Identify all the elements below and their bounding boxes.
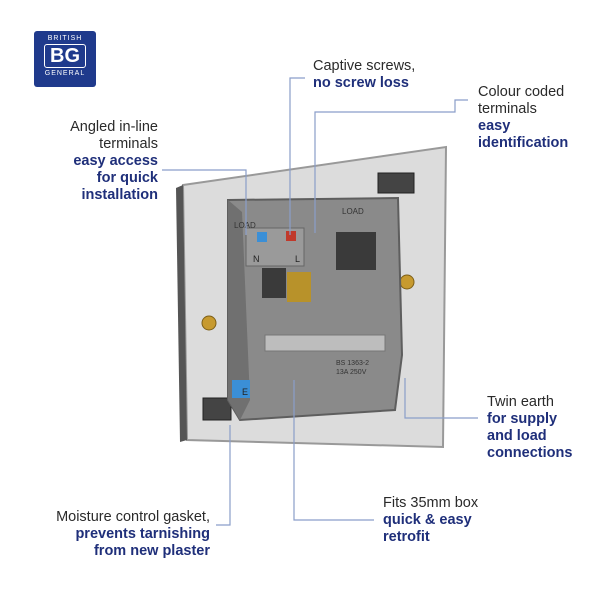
marking-standard: BS 1363-2 [336, 360, 369, 367]
callout-angled-line2: terminals [99, 136, 158, 152]
brass-screw-right [399, 274, 415, 290]
brass-screw-left [201, 315, 217, 331]
corner-screw-top-right [377, 172, 415, 194]
marking-n: N [253, 254, 260, 264]
callout-fits-line3: retrofit [383, 529, 430, 545]
callout-moisture-gasket: Moisture control gasket, prevents tarnis… [56, 509, 210, 560]
callout-moisture-line3: from new plaster [93, 543, 210, 559]
logo-top-text: BRITISH [47, 35, 83, 42]
callout-twin-line3: and load [487, 428, 547, 444]
leader-fits [293, 380, 374, 521]
switch-bracket [264, 334, 386, 352]
callout-colour-line2: terminals [478, 101, 537, 117]
corner-screw-bottom-left [202, 397, 232, 421]
callout-captive-screws: Captive screws, no screw loss [313, 58, 415, 92]
leader-captive [289, 77, 305, 235]
callout-angled-line5: installation [81, 187, 158, 203]
socket-body-shadow [228, 200, 250, 420]
leader-colour [314, 99, 468, 233]
marking-load-right: LOAD [342, 207, 364, 216]
callout-angled-line3: easy access [73, 153, 158, 169]
leader-angled [162, 169, 247, 235]
callout-colour-coded: Colour coded terminals easy identificati… [478, 84, 568, 152]
neutral-terminal [257, 232, 267, 242]
leader-twin [404, 378, 478, 419]
callout-colour-line1: Colour coded [478, 84, 565, 100]
callout-twin-line2: for supply [487, 411, 558, 427]
marking-load-left: LOAD [234, 221, 256, 230]
logo-bottom-text: GENERAL [44, 70, 86, 77]
callout-twin-line4: connections [487, 445, 573, 461]
callout-colour-line4: identification [478, 135, 569, 151]
live-pin-housing [287, 272, 311, 302]
callout-colour-line3: easy [478, 118, 511, 134]
bg-logo: BRITISH BG GENERAL [34, 31, 96, 87]
callout-angled-terminals: Angled in-line terminals easy access for… [70, 119, 158, 204]
callout-moisture-line2: prevents tarnishing [75, 526, 210, 542]
marking-l: L [295, 254, 300, 264]
callout-angled-line1: Angled in-line [70, 119, 158, 135]
callout-twin-line1: Twin earth [487, 394, 554, 410]
earth-terminal-bottom [232, 380, 250, 398]
callout-twin-earth: Twin earth for supply and load connectio… [487, 394, 572, 462]
callout-fits-line2: quick & easy [383, 512, 472, 528]
callout-fits-35mm: Fits 35mm box quick & easy retrofit [383, 495, 478, 546]
logo-mark: BG [44, 44, 86, 68]
marking-e: E [242, 387, 248, 397]
leader-moisture [216, 425, 231, 526]
callout-angled-line4: for quick [96, 170, 158, 186]
callout-captive-line1: Captive screws, [313, 58, 416, 74]
callout-captive-line2: no screw loss [313, 75, 409, 91]
live-terminal [286, 231, 296, 241]
callout-moisture-line1: Moisture control gasket, [56, 509, 210, 525]
marking-rating: 13A 250V [336, 369, 367, 376]
earth-pin-housing [336, 232, 376, 270]
socket-plate-edge [176, 185, 187, 442]
callout-leaders [162, 77, 478, 526]
neutral-pin-housing [262, 268, 286, 298]
callout-fits-line1: Fits 35mm box [383, 495, 479, 511]
